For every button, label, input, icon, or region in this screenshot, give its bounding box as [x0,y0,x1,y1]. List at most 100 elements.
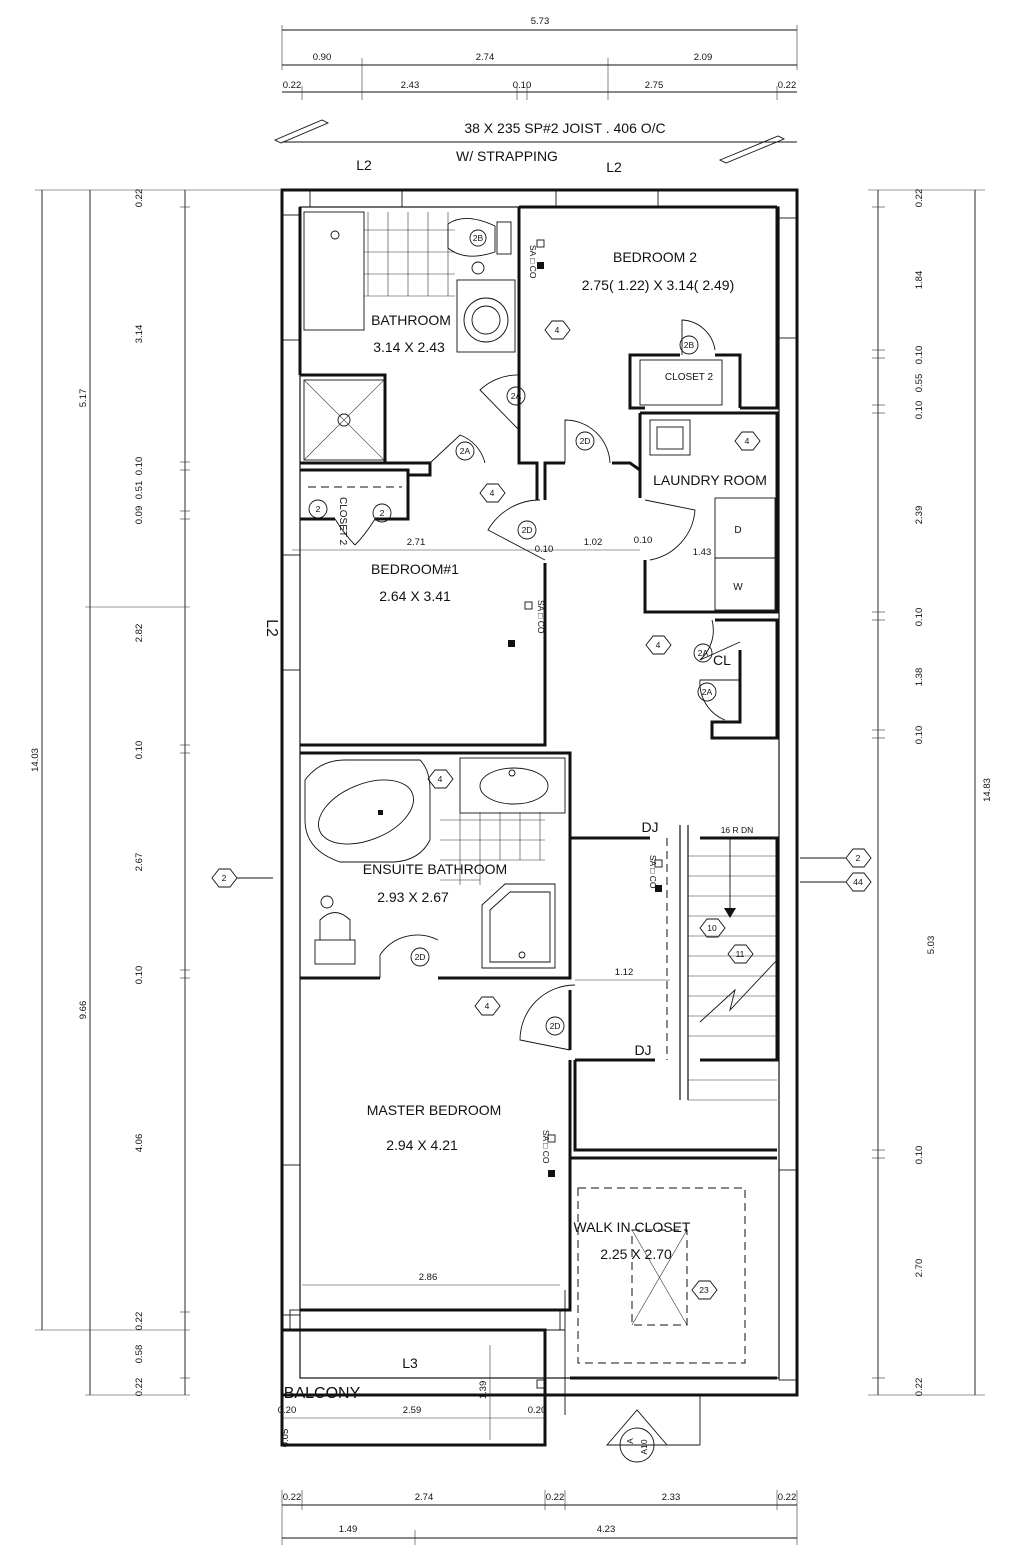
dim-bottom-row2-a: 1.49 [339,1524,358,1535]
dim-top-row2-b: 2.43 [401,80,420,91]
joist-label-l2-left: L2 [356,157,372,173]
joist-note-line1: 38 X 235 SP#2 JOIST . 406 O/C [464,120,665,136]
dim-left-seg-3: 0.10 [134,457,145,476]
hex4-laundry: 4 [745,436,750,446]
dim-left-seg-7: 0.10 [134,741,145,760]
dim-left-seg-11: 0.22 [134,1312,145,1331]
hex2-right: 2 [856,853,861,863]
corner-tub [304,759,431,863]
dim-left-upper: 5.17 [78,389,89,408]
tag-2-closet-a: 2 [316,504,321,514]
joist-note-line2: W/ STRAPPING [456,148,558,164]
dim-right-seg-4: 0.55 [914,374,925,393]
label-l2-side: L2 [263,619,280,637]
walkin-size: 2.25 X 2.70 [600,1246,672,1262]
closet2-right-label: CLOSET 2 [665,372,714,383]
dim-right-seg-12: 0.22 [914,1378,925,1397]
dim-left-lower: 9.66 [78,1001,89,1020]
tag-2a-cl-b: 2A [702,687,713,697]
hex23-closet: 23 [699,1285,709,1295]
dim-right-seg-2: 1.84 [914,271,925,290]
hex44-right: 44 [853,877,863,887]
dim-left-seg-2: 3.14 [134,325,145,344]
dim-left-seg-12: 0.58 [134,1345,145,1364]
closet-2-left: CLOSET 2 2 2 [300,468,410,546]
dim-010-b: 0.10 [634,535,653,546]
dim-top-row2-c: 0.10 [513,80,532,91]
top-dimensions: 5.73 0.90 2.74 2.09 0.22 2.43 0.10 2.75 … [281,16,798,100]
fan-icon [471,261,485,275]
dryer-label: D [734,525,741,536]
dim-112: 1.12 [615,967,634,978]
sink-icon [463,297,509,343]
hex4-linen: 4 [656,640,661,650]
dim-bottom-row1-b: 2.74 [415,1492,434,1503]
section-mark: A A10 [606,1395,701,1463]
closet-2-right [639,359,723,406]
dim-right-seg-10: 0.10 [914,1146,925,1165]
bedroom-1: 2.71 0.10 1.02 0.10 1.43 BEDROOM#1 2.64 … [263,535,711,747]
tub-drain-icon [330,230,340,240]
tag-2b-closet: 2B [684,340,695,350]
balcony: L3 BALCONY 1.39 0.20 2.59 0.20 0.05 [278,1290,566,1448]
dj-label-2: DJ [634,1042,651,1058]
dim-bottom-row1-a: 0.22 [283,1492,302,1503]
walk-in-closet: WALK IN CLOSET 2.25 X 2.70 [570,1156,777,1380]
master-name: MASTER BEDROOM [367,1102,502,1118]
dim-top-row2-e: 0.22 [778,80,797,91]
ensuite-fan-icon [320,895,334,909]
dim-left-seg-10: 4.06 [134,1134,145,1153]
linen-closet: CL 2A 2A [693,618,779,740]
vanity [456,279,516,353]
dim-102: 1.02 [584,537,603,548]
dim-bal-small: 0.05 [280,1429,291,1448]
dim-right-seg-5: 0.10 [914,401,925,420]
cl-label: CL [713,652,731,668]
bedroom2-size: 2.75( 1.22) X 3.14( 2.49) [582,277,735,293]
bedroom1-sa-co: SA □ CO [536,600,546,634]
hex11-stair: 11 [736,949,745,959]
ensuite-sink-icon [479,767,549,805]
master-size: 2.94 X 4.21 [386,1137,458,1153]
dim-bal-mid: 2.59 [403,1405,422,1416]
closet2-left-label: CLOSET 2 [337,497,348,546]
dim-bottom-row1-d: 2.33 [662,1492,681,1503]
dim-286: 2.86 [419,1272,438,1283]
walkin-name: WALK IN CLOSET [574,1219,691,1235]
balcony-label: BALCONY [284,1385,361,1402]
ensuite-vanity [459,757,566,814]
toilet-icon [447,218,496,257]
bottom-dimensions: 0.22 2.74 0.22 2.33 0.22 1.49 4.23 [281,1490,798,1545]
left-dimensions: 14.03 5.17 9.66 0.22 3.14 0.10 0.51 0.09… [30,189,280,1396]
washer-label: W [733,582,743,593]
tag-2a-bathroom: 2A [511,391,522,401]
dim-right-overall: 14.83 [982,778,993,802]
hex10-stair: 10 [707,923,717,933]
dim-top-row1-b: 2.74 [476,52,495,63]
laundry-room: LAUNDRY ROOM D W [638,411,779,614]
bathroom-name: BATHROOM [371,312,451,328]
joist-label-l2-right: L2 [606,159,622,175]
ensuite-shower [481,883,556,969]
dim-top-row2-a: 0.22 [283,80,302,91]
dim-right-seg-7: 0.10 [914,608,925,627]
exterior-walls [280,188,799,1397]
tag-2a-cl-a: 2A [698,648,709,658]
hex4-hall: 4 [490,488,495,498]
dim-top-row2-d: 2.75 [645,80,664,91]
dim-left-seg-8: 2.67 [134,853,145,872]
dim-left-seg-4: 0.51 [134,481,145,500]
laundry-name: LAUNDRY ROOM [653,472,767,488]
dim-010-a: 0.10 [535,544,554,555]
dim-left-overall: 14.03 [30,748,41,772]
ensuite-name: ENSUITE BATHROOM [363,861,507,877]
dim-left-seg-1: 0.22 [134,189,145,208]
dim-left-seg-9: 0.10 [134,966,145,985]
dim-right-mid: 5.03 [926,936,937,955]
dim-271: 2.71 [407,537,426,548]
section-letter: A [625,1438,635,1444]
hex4-bathroom: 4 [555,325,560,335]
bedroom1-size: 2.64 X 3.41 [379,588,451,604]
dim-right-seg-3: 0.10 [914,346,925,365]
bathtub [303,211,365,331]
